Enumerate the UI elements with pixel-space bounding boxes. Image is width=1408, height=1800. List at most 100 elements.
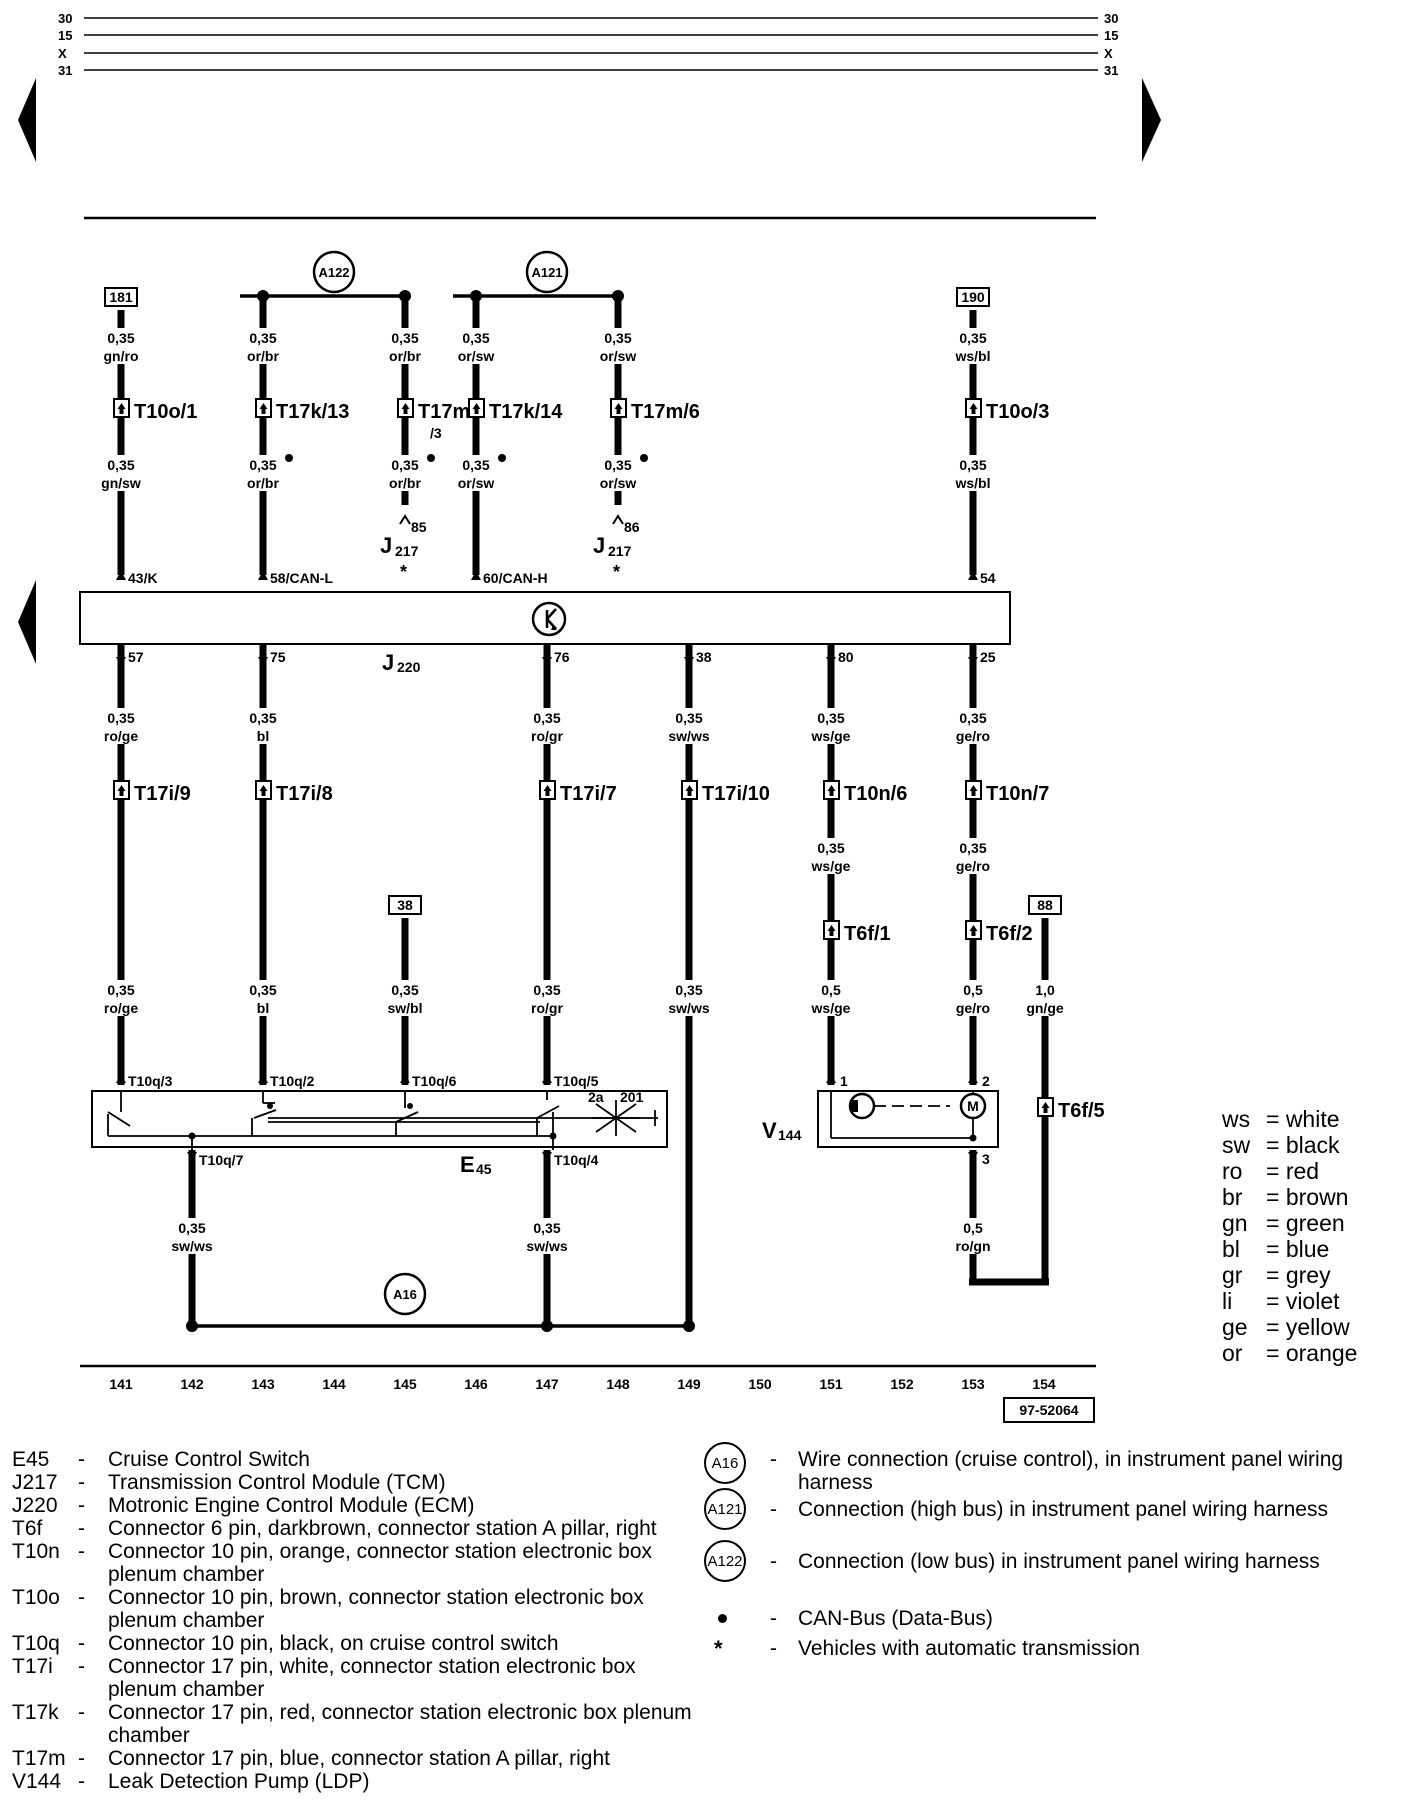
- connector-icon: [965, 398, 982, 418]
- wire-label-gauge: 0,35: [107, 710, 134, 726]
- symbol-legend-item: * - Vehicles with automatic transmission: [700, 1637, 1400, 1660]
- rail-label-x-right: X: [1104, 46, 1113, 61]
- connection-circle-icon: A121: [704, 1488, 746, 1530]
- wire-label-color: or/sw: [458, 475, 495, 491]
- wire-label-color: gn/sw: [101, 475, 141, 491]
- circle-a122-label: A122: [318, 265, 349, 280]
- pin-label: T10q/4: [554, 1152, 599, 1168]
- j220-ecm[interactable]: J 220: [79, 591, 1011, 675]
- j220-pins: 43/K 58/CAN-L 60/CAN-H 54 57 75 76 38 80…: [116, 570, 996, 666]
- color-legend-item: bl = blue: [1222, 1236, 1357, 1262]
- connector-icon: [468, 398, 485, 418]
- wire-label-gauge: 0,35: [249, 982, 276, 998]
- symbol-legend-item: A16 - Wire connection (cruise control), …: [700, 1442, 1400, 1498]
- legend-desc: Vehicles with automatic transmission: [798, 1637, 1140, 1660]
- wiring-diagram: 30 15 X 31 30 15 X 31: [18, 11, 1161, 1423]
- track-number: 150: [748, 1376, 772, 1392]
- legend-desc: Connector 10 pin, black, on cruise contr…: [108, 1632, 559, 1655]
- connector-label: T17k/14: [489, 401, 563, 423]
- wire-label-color: sw/ws: [526, 1238, 567, 1254]
- wire-label-gauge: 0,35: [533, 982, 560, 998]
- legend-dash: -: [78, 1747, 85, 1770]
- wire-labels: 0,35 gn/ro 0,35 or/br 0,35 or/br 0,35 or…: [98, 328, 1068, 1254]
- wire-label-color: sw/ws: [171, 1238, 212, 1254]
- pin-label: T10q/6: [412, 1073, 457, 1089]
- color-code: ws: [1222, 1106, 1251, 1132]
- j217-references: 85 J 217 * 86 J 217 *: [380, 514, 640, 582]
- pin-label: 3: [982, 1151, 990, 1167]
- color-legend-item: gr= grey: [1222, 1262, 1357, 1288]
- pin-label: 80: [838, 649, 854, 665]
- legend-dash: -: [78, 1471, 85, 1494]
- legend-code: T10n: [12, 1540, 60, 1563]
- wire-label-color: gn/ge: [1026, 1000, 1064, 1016]
- can-bus-dot-icon: [718, 1614, 727, 1623]
- connector-icon: [681, 780, 698, 800]
- pin-label: T10q/2: [270, 1073, 315, 1089]
- wire-label-color: or/sw: [600, 348, 637, 364]
- figure-id: 97-52064: [1019, 1402, 1078, 1418]
- arrow-left-j220-icon[interactable]: [18, 580, 36, 664]
- color-name: = blue: [1266, 1236, 1330, 1262]
- legend-code: T17k: [12, 1701, 59, 1724]
- wire-label-gauge: 0,35: [249, 710, 276, 726]
- wire-label-color: bl: [257, 728, 269, 744]
- connector-icon: [1037, 1097, 1054, 1117]
- wire-label-gauge: 0,35: [391, 330, 418, 346]
- can-bus-dot: [498, 454, 506, 462]
- legend-dash: -: [78, 1540, 85, 1563]
- color-name: = violet: [1266, 1288, 1340, 1314]
- legend-dash: -: [78, 1586, 85, 1609]
- color-name: = yellow: [1266, 1314, 1350, 1340]
- connector-label: T10n/7: [986, 783, 1049, 805]
- color-code: bl: [1222, 1236, 1240, 1262]
- wire-label-color: gn/ro: [104, 348, 139, 364]
- wire-label-color: or/br: [247, 348, 279, 364]
- wire-label-gauge: 0,35: [675, 710, 702, 726]
- v144-label: V: [762, 1118, 777, 1143]
- legend-dash: -: [770, 1607, 777, 1630]
- reference-boxes: 181 190 38 88: [104, 287, 1062, 915]
- legend-item: T10q-Connector 10 pin, black, on cruise …: [12, 1632, 712, 1655]
- color-code: sw: [1222, 1132, 1251, 1158]
- arrow-right-icon[interactable]: [1142, 78, 1161, 162]
- wire-label-color: sw/bl: [387, 1000, 422, 1016]
- legend-dash: -: [78, 1494, 85, 1517]
- color-code: ro: [1222, 1158, 1243, 1184]
- arrow-left-icon[interactable]: [18, 78, 36, 162]
- v144-leak-detection-pump[interactable]: M V 144: [762, 1090, 999, 1148]
- asterisk-icon: *: [400, 562, 407, 582]
- pin-label: T10q/3: [128, 1073, 173, 1089]
- power-rails: [84, 17, 1098, 71]
- wire-label-gauge: 0,35: [107, 330, 134, 346]
- wire-label-gauge: 1,0: [1035, 982, 1055, 998]
- track-number: 152: [890, 1376, 914, 1392]
- legend-item: T17m-Connector 17 pin, blue, connector s…: [12, 1747, 712, 1770]
- rail-label-15-right: 15: [1104, 28, 1118, 43]
- wire-label-color: or/sw: [458, 348, 495, 364]
- switch-pin-label: 2a: [588, 1089, 604, 1105]
- pin-label: 76: [554, 649, 570, 665]
- color-code: br: [1222, 1184, 1243, 1210]
- wire-label-color: ge/ro: [956, 1000, 990, 1016]
- wire-label-color: or/br: [389, 348, 421, 364]
- color-code: gr: [1222, 1262, 1243, 1288]
- track-number: 147: [535, 1376, 559, 1392]
- wire-label-gauge: 0,5: [963, 1220, 983, 1236]
- wire-label-color: bl: [257, 1000, 269, 1016]
- connector-icon: [113, 398, 130, 418]
- wire-label-color: or/br: [389, 475, 421, 491]
- legend-code: V144: [12, 1770, 62, 1793]
- pin-label: 38: [696, 649, 712, 665]
- color-name: = black: [1266, 1132, 1340, 1158]
- connector-label: T17i/7: [560, 783, 617, 805]
- color-code: ge: [1222, 1314, 1248, 1340]
- wire-label-gauge: 0,35: [604, 330, 631, 346]
- connector-label: T10n/6: [844, 783, 907, 805]
- legend-dash: -: [78, 1632, 85, 1655]
- connector-icon: [397, 398, 414, 418]
- can-bus-dot: [427, 454, 435, 462]
- wire-label-color: ro/ge: [104, 1000, 138, 1016]
- connector-symbols: [113, 398, 1054, 1117]
- e45-cruise-control-switch[interactable]: E 45 2a 201: [91, 1089, 668, 1177]
